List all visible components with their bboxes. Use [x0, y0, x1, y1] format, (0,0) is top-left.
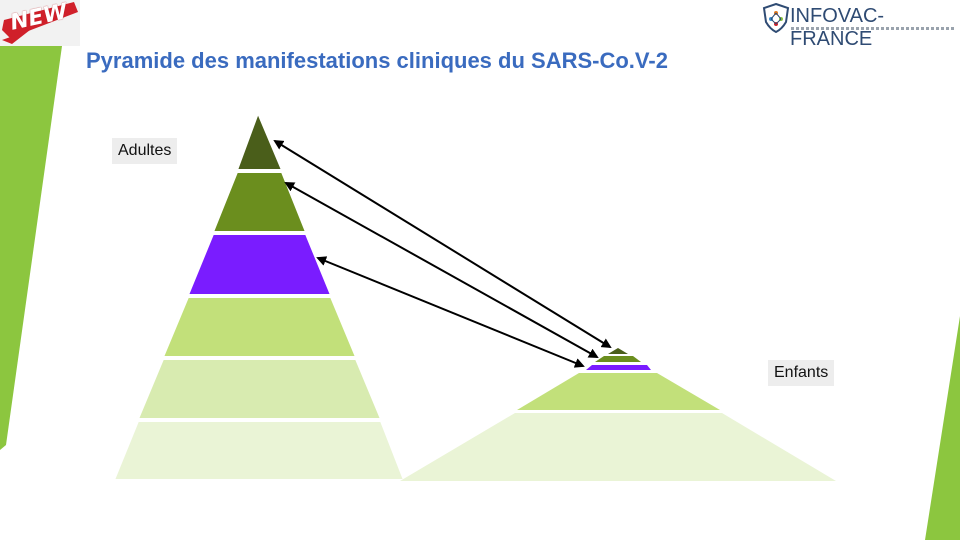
- adults-tier-6: [112, 420, 406, 481]
- infovac-logo: INFOVAC-FRANCE: [760, 2, 960, 50]
- children-label: Enfants: [768, 360, 835, 386]
- children-pyramid: [400, 348, 836, 481]
- slide-title: Pyramide des manifestations cliniques du…: [86, 48, 668, 73]
- shield-network-icon: [762, 3, 790, 33]
- adults-label: Adultes: [112, 138, 178, 164]
- logo-tagline-line: [791, 27, 956, 30]
- right-accent-shape: [925, 316, 960, 540]
- children-tier-1: [608, 348, 628, 354]
- logo-brand-text: INFOVAC-FRANCE: [790, 5, 885, 50]
- adults-tier-1: [235, 110, 284, 171]
- arrow-tier-3: [316, 256, 585, 368]
- adults-tier-3: [186, 233, 333, 296]
- adults-tier-4: [161, 296, 358, 358]
- children-tier-5: [400, 413, 836, 481]
- children-tier-3: [586, 365, 651, 370]
- left-accent-shape: [0, 46, 62, 450]
- children-tier-4: [517, 373, 720, 410]
- adults-tier-2: [211, 171, 308, 233]
- new-badge: NEW: [0, 0, 80, 46]
- children-tier-2: [595, 356, 641, 362]
- connector-arrows: [273, 139, 612, 368]
- new-badge-brush-icon: [2, 2, 78, 44]
- adults-tier-5: [136, 358, 383, 420]
- adults-pyramid: [112, 110, 406, 481]
